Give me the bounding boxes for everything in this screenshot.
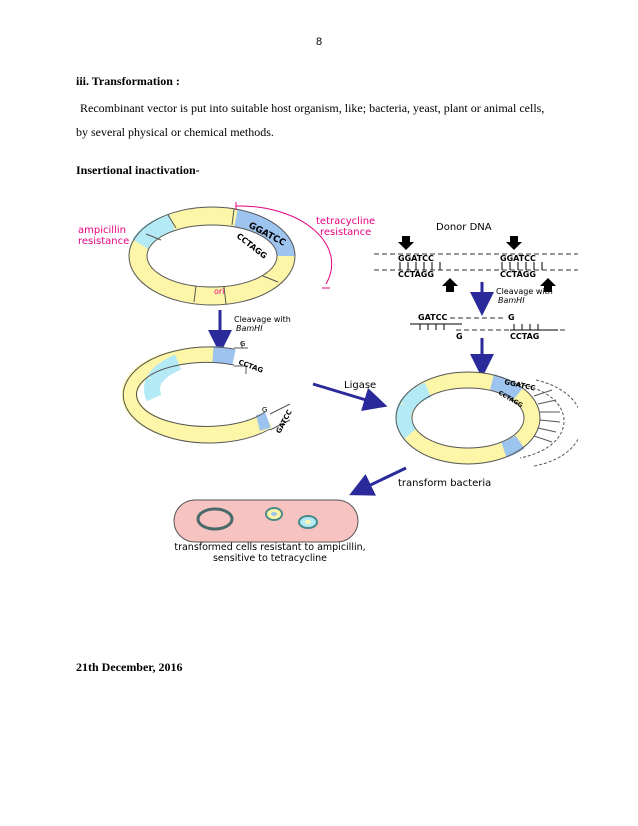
plasmid-vector (128, 206, 296, 306)
bacterial-cell (173, 499, 359, 543)
result-line-1: transformed cells resistant to ampicilli… (174, 542, 365, 553)
cleavage-right-1: Cleavage with (496, 287, 553, 296)
arrow-ligase (312, 382, 388, 412)
fragment-top-end: G (508, 313, 515, 322)
ampicillin-segment (132, 213, 176, 250)
overhang-left-top: G (240, 340, 245, 348)
donor-dna-label: Donor DNA (436, 222, 492, 233)
cleavage-left-1: Cleavage with (234, 315, 291, 324)
cut-arrow-3 (442, 278, 458, 292)
subheading: Insertional inactivation- (76, 163, 200, 177)
ori-label: ori (214, 287, 224, 296)
paragraph-line-1: Recombinant vector is put into suitable … (80, 101, 545, 115)
ampicillin-label-1: ampicillin (78, 225, 126, 236)
page-number: 8 (315, 36, 323, 48)
section-heading: iii. Transformation : (76, 74, 180, 88)
fragment-bottom: CCTAG (510, 332, 539, 341)
cut-arrow-2 (506, 236, 522, 250)
donor-bottom-left: CCTAGG (398, 270, 434, 279)
chromosome (196, 507, 234, 531)
donor-top-right: GGATCC (500, 254, 536, 263)
result-line-2: sensitive to tetracycline (213, 553, 327, 564)
tetracycline-label-1: tetracycline (316, 216, 375, 227)
cut-arrow-1 (398, 236, 414, 250)
transform-label: transform bacteria (398, 478, 491, 489)
fragment-top: GATCC (418, 313, 447, 322)
ampicillin-label-2: resistance (78, 236, 129, 247)
donor-bottom-right: CCTAGG (500, 270, 536, 279)
footer-date: 21th December, 2016 (76, 660, 183, 674)
cleavage-right-2: BamHI (498, 296, 525, 305)
insertional-inactivation-figure: ampicillin resistance tetracycline resis… (78, 202, 578, 564)
paragraph-line-2: by several physical or chemical methods. (76, 125, 274, 139)
body-paragraph: Recombinant vector is put into suitable … (76, 96, 576, 144)
arrow-transform (349, 466, 407, 496)
overhang-left-bottom: CCTAG (237, 358, 264, 374)
tetracycline-segment (234, 209, 296, 257)
overhang-right-top: G (262, 406, 267, 414)
cut-arrow-4 (540, 278, 556, 292)
tetracycline-label-2: resistance (320, 227, 371, 238)
tetracycline-bracket (235, 205, 333, 285)
cleavage-left-2: BamHI (236, 324, 263, 333)
ligase-label: Ligase (344, 380, 376, 391)
donor-top-left: GGATCC (398, 254, 434, 263)
opened-plasmid (121, 342, 291, 444)
recombinant-plasmid (395, 371, 578, 467)
fragment-bottom-start: G (456, 332, 463, 341)
overhang-right-bottom: GATCC (275, 409, 294, 435)
